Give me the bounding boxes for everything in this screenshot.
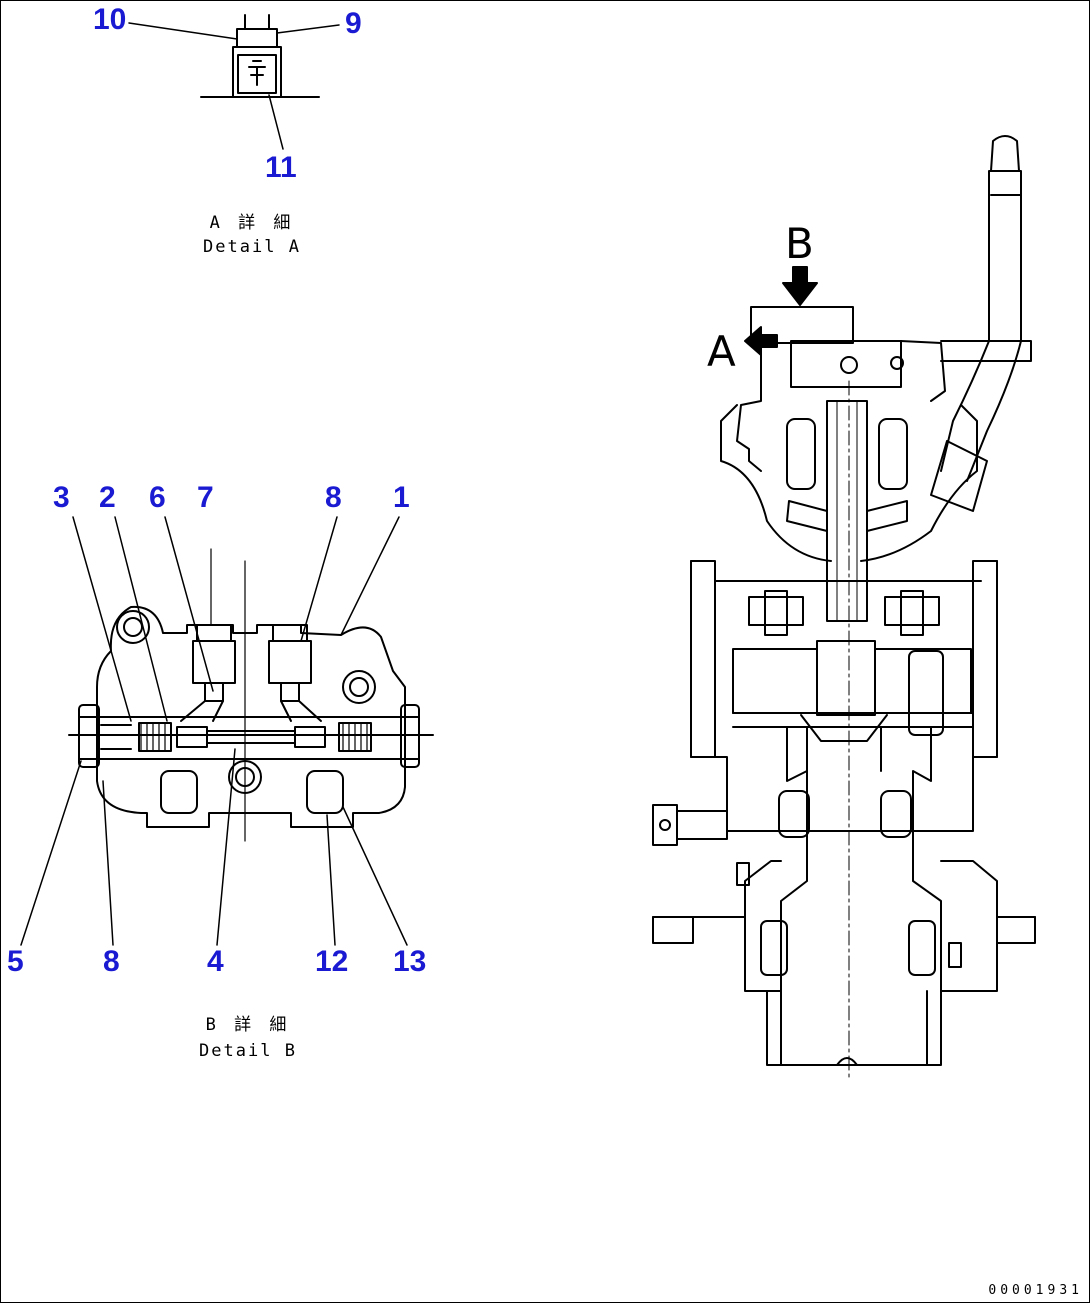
- callout-11: 11: [265, 151, 297, 184]
- callout-1: 1: [393, 481, 410, 514]
- callout-2: 2: [99, 481, 116, 514]
- callout-9: 9: [345, 7, 362, 40]
- callout-12: 12: [315, 945, 349, 978]
- callout-13: 13: [393, 945, 427, 978]
- main-assembly-drawing: [652, 135, 1036, 1082]
- callout-8-bottom: 8: [103, 945, 120, 978]
- detail-a-drawing: [200, 14, 320, 98]
- callout-6: 6: [149, 481, 166, 514]
- drawing-number: 00001931: [988, 1283, 1083, 1298]
- callout-4: 4: [207, 945, 224, 978]
- detail-b-drawing: [68, 548, 434, 842]
- callout-8-top: 8: [325, 481, 342, 514]
- callout-7: 7: [197, 481, 214, 514]
- detail-a-caption-en: Detail A: [203, 237, 301, 257]
- detail-a-leader-lines: [128, 22, 340, 150]
- detail-b-caption-jp: B 詳 細: [205, 1015, 291, 1035]
- callout-10: 10: [93, 3, 127, 36]
- view-a-label: A: [707, 327, 736, 376]
- detail-b-leader-lines: [20, 516, 408, 946]
- detail-b-caption-en: Detail B: [199, 1041, 297, 1061]
- callout-3: 3: [53, 481, 70, 514]
- detail-a-caption-jp: A 詳 細: [209, 213, 295, 233]
- callout-5: 5: [7, 945, 24, 978]
- view-b-label: B: [785, 219, 814, 268]
